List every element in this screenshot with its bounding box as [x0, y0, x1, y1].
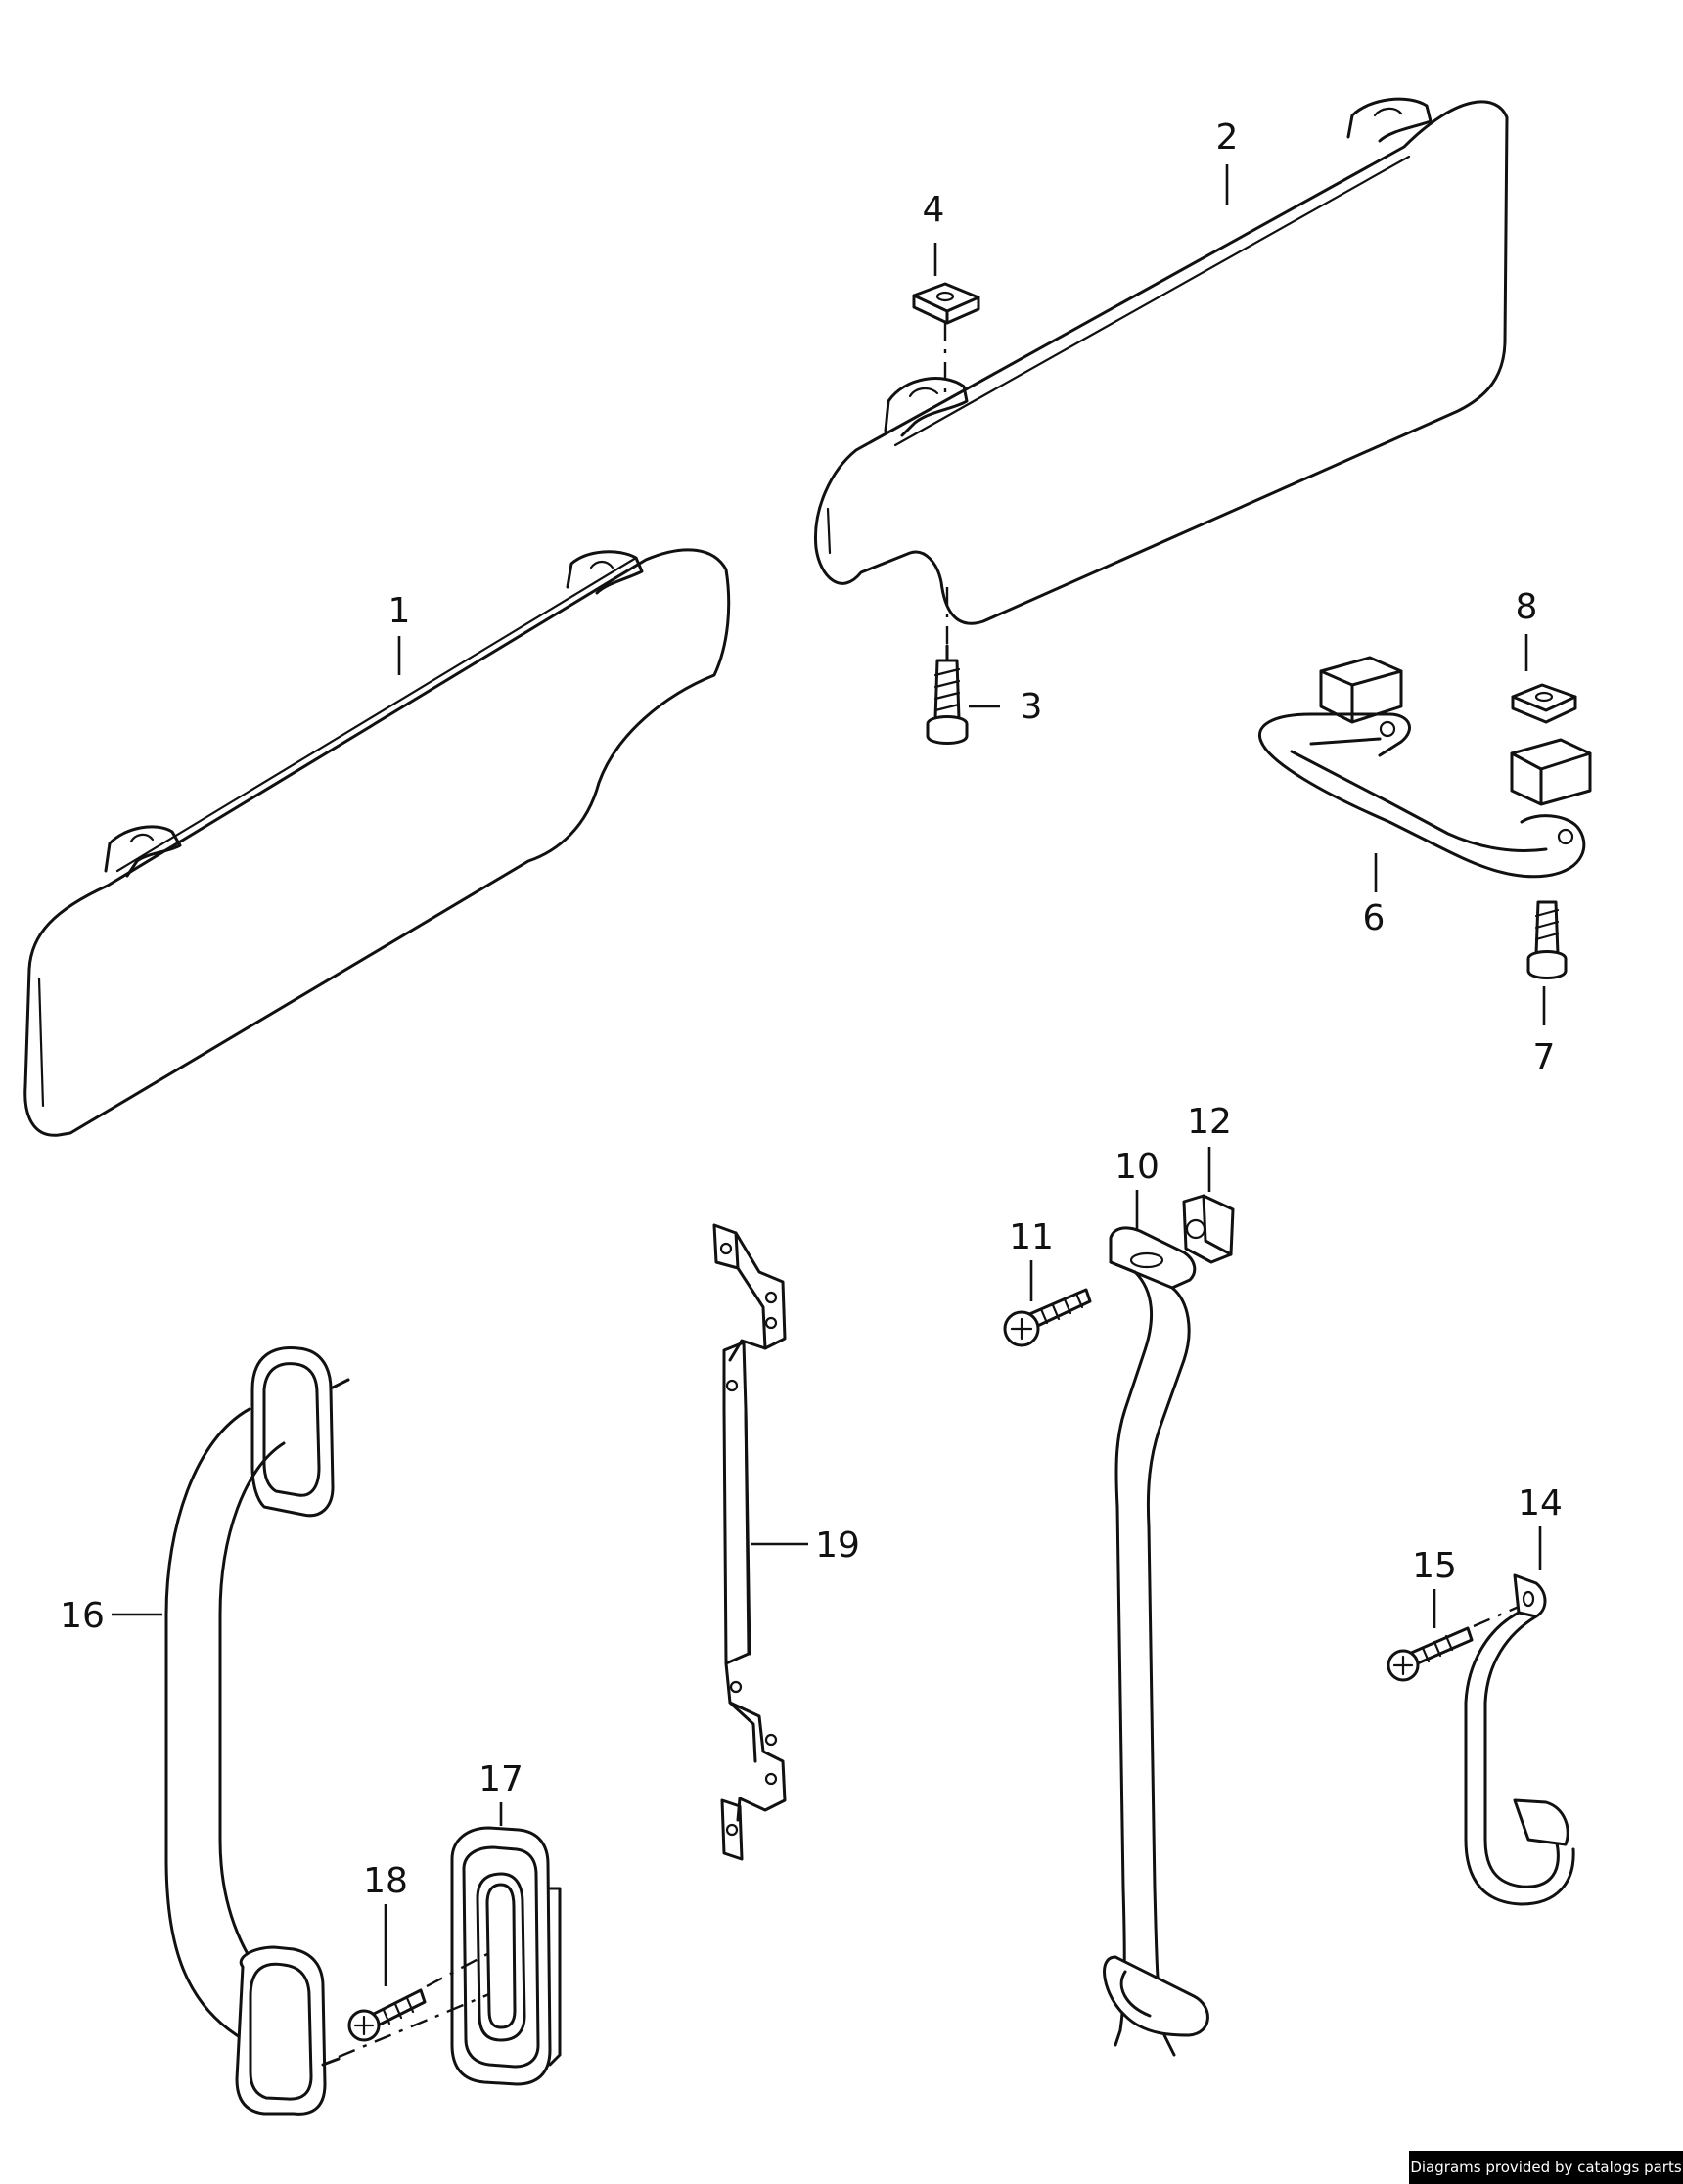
credit-text: Diagrams provided by catalogs parts [1410, 2159, 1682, 2176]
part-10-grab-handle-long [1103, 1226, 1209, 2057]
part-14-small-handle [1464, 1573, 1575, 1906]
callout-4: 4 [923, 190, 945, 230]
callout-10: 10 [1114, 1147, 1160, 1187]
callout-19: 19 [815, 1525, 860, 1566]
callouts: 1 2 3 4 6 7 8 10 11 12 14 15 16 17 18 19 [60, 117, 1563, 1901]
callout-15: 15 [1412, 1546, 1457, 1586]
part-3-screw [926, 323, 969, 745]
callout-17: 17 [478, 1759, 523, 1799]
leader-lines [112, 164, 1546, 1986]
part-18-screw [338, 1951, 490, 2059]
part-2-sun-visor-right [813, 97, 1509, 625]
callout-3: 3 [1021, 687, 1043, 727]
callout-18: 18 [363, 1861, 408, 1901]
part-17-cover-cap [450, 1826, 562, 2086]
callout-14: 14 [1518, 1483, 1563, 1524]
part-11-screw [1003, 1288, 1092, 1347]
callout-11: 11 [1009, 1217, 1054, 1257]
part-4-clip-nut [912, 282, 980, 325]
part-19-bracket [712, 1223, 787, 1861]
callout-12: 12 [1187, 1102, 1232, 1142]
callout-2: 2 [1216, 117, 1239, 158]
part-15-screw [1387, 1605, 1520, 1682]
part-16-grab-handle [164, 1346, 350, 2116]
credit-banner: Diagrams provided by catalogs parts [1409, 2151, 1683, 2184]
part-12-clip-nut [1182, 1194, 1235, 1264]
callout-7: 7 [1533, 1037, 1556, 1077]
callout-6: 6 [1363, 898, 1386, 938]
callout-8: 8 [1516, 587, 1538, 627]
part-6-grab-handle [1258, 656, 1592, 879]
part-8-clip-nut [1511, 683, 1577, 724]
callout-16: 16 [60, 1596, 105, 1636]
callout-1: 1 [388, 591, 411, 631]
part-7-screw [1526, 900, 1568, 979]
part-1-sun-visor-left [23, 548, 731, 1137]
